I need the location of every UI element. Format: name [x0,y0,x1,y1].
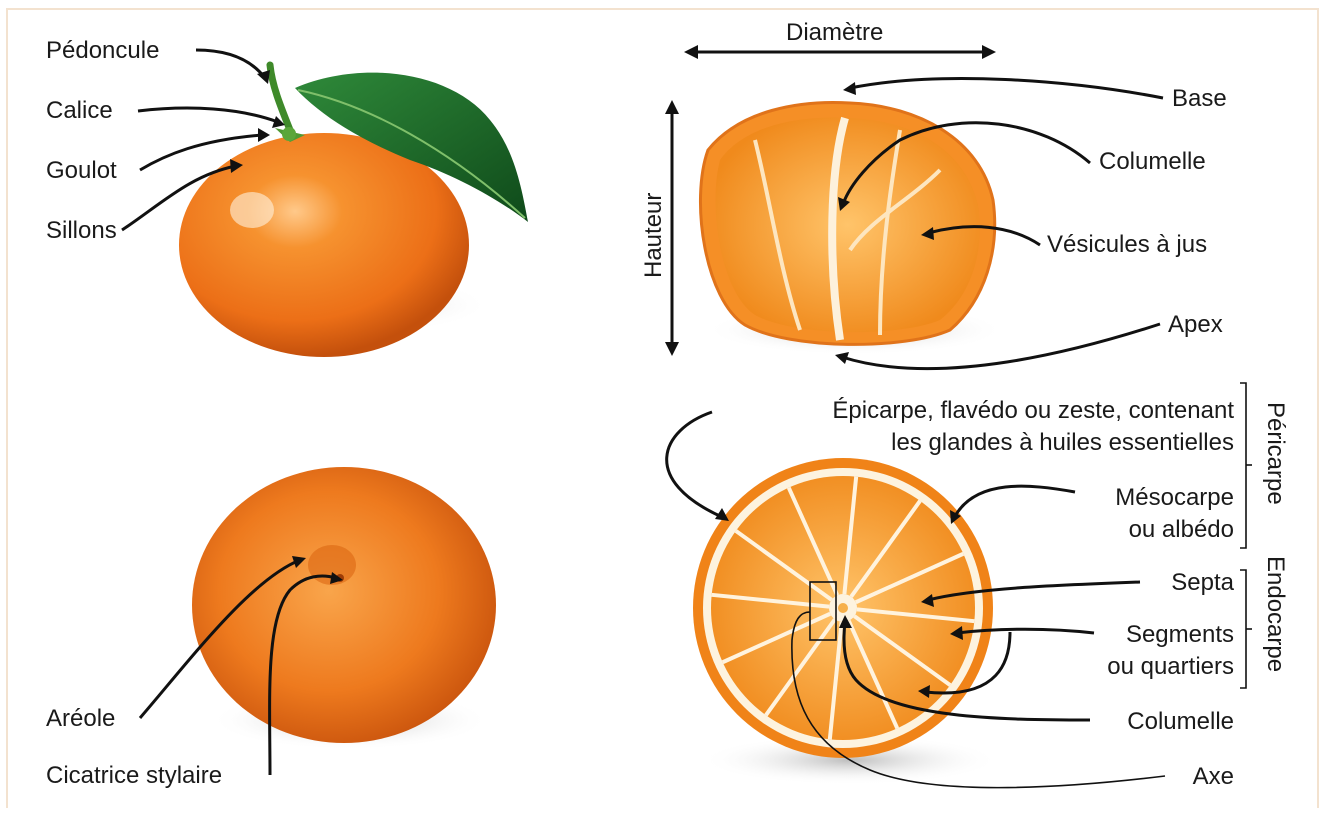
label-pericarpe: Péricarpe [1262,402,1289,505]
label-goulot: Goulot [46,157,117,184]
label-columelle-top: Columelle [1099,148,1206,175]
bracket-endocarpe [1240,570,1246,688]
label-calice: Calice [46,97,113,124]
label-apex: Apex [1168,311,1223,338]
frame-border-right [1317,8,1319,808]
label-mesocarpe-2: ou albédo [1129,516,1234,543]
label-columelle-bottom: Columelle [1127,708,1234,735]
label-diametre: Diamètre [786,19,883,46]
label-epicarpe-2: les glandes à huiles essentielles [891,429,1234,456]
label-sillons: Sillons [46,217,117,244]
arrow-mesocarpe [954,486,1075,518]
label-vesicules: Vésicules à jus [1047,231,1207,258]
frame-border-top [6,8,1319,10]
label-endocarpe: Endocarpe [1262,556,1289,672]
label-segments-2: ou quartiers [1107,653,1234,680]
label-base: Base [1172,85,1227,112]
label-septa: Septa [1171,569,1234,596]
label-pedoncule: Pédoncule [46,37,159,64]
arrow-base [850,79,1163,98]
frame-border-left [6,8,8,808]
arrow-segments [957,629,1094,633]
label-epicarpe-1: Épicarpe, flavédo ou zeste, contenant [832,397,1234,424]
label-areole: Aréole [46,705,115,732]
bracket-pericarpe [1240,383,1246,548]
whole-orange-illustration [179,65,528,357]
label-axe: Axe [1193,763,1234,790]
arrow-epicarpe [667,412,722,517]
label-cicatrice-stylaire: Cicatrice stylaire [46,762,222,789]
label-segments-1: Segments [1126,621,1234,648]
arrow-calice [138,108,278,122]
label-mesocarpe-1: Mésocarpe [1115,484,1234,511]
label-hauteur: Hauteur [640,193,667,278]
arrow-pedoncule [196,50,265,78]
